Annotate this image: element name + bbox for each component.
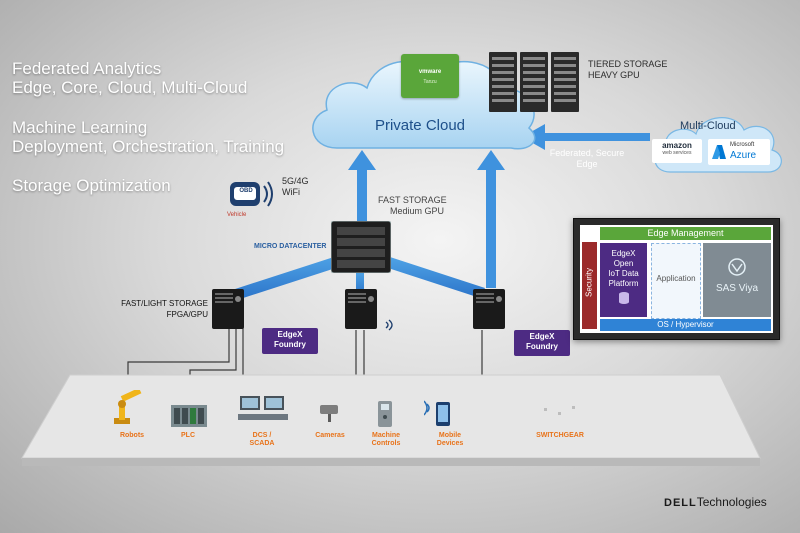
robots-label: Robots — [119, 432, 145, 439]
mobile-devices-label-2: Devices — [436, 440, 464, 447]
vmware-tanzu-badge: vmware Tanzu — [401, 54, 459, 98]
edgex-platform-4: Platform — [608, 279, 639, 288]
tiered-storage-rack-icon — [489, 52, 579, 112]
machine-controls-label-1: Machine — [371, 432, 400, 439]
edgex-badge-right: EdgeX Foundry — [514, 330, 570, 356]
obd-label: OBD — [239, 188, 253, 194]
edgex-badge-left: EdgeX Foundry — [262, 328, 318, 354]
tanzu-label: Tanzu — [423, 79, 437, 85]
azure-label-2: Azure — [730, 150, 757, 161]
edgex-badge-right-1: EdgeX — [529, 332, 555, 341]
vehicle-net-1: 5G/4G — [282, 176, 309, 186]
headline-deployment: Deployment, Orchestration, Training — [12, 137, 285, 156]
sas-viya-icon — [728, 258, 746, 276]
fast-light-line1: FAST/LIGHT STORAGE — [121, 299, 208, 308]
arrow-edge-to-cloud — [477, 150, 505, 288]
fast-storage-line1: FAST STORAGE — [378, 195, 447, 205]
cameras-label: Cameras — [315, 432, 345, 439]
edge-management-bar: Edge Management — [600, 227, 771, 240]
machine-controls-label-2: Controls — [371, 440, 401, 447]
machine-controls-icon — [378, 401, 392, 427]
vehicle-obd-icon: OBD — [228, 178, 273, 208]
headline-edge-core: Edge, Core, Cloud, Multi-Cloud — [12, 78, 248, 97]
edgex-platform-box: EdgeX Open IoT Data Platform — [600, 243, 647, 317]
security-bar: Security — [582, 242, 597, 329]
dell-logo-brand: DELL — [664, 497, 697, 509]
edge-server-left-icon — [212, 289, 244, 329]
security-label: Security — [584, 268, 594, 297]
edge-server-right-icon — [473, 289, 505, 329]
switchgear-icon — [544, 406, 575, 415]
sas-viya-box: SAS Viya — [703, 243, 771, 317]
federated-line2: Edge — [576, 159, 598, 169]
headline-federated: Federated Analytics — [12, 59, 162, 78]
edgex-platform-2: Open — [613, 259, 634, 268]
private-cloud-label: Private Cloud — [374, 117, 466, 134]
aws-sub-label: web services — [662, 150, 692, 156]
dell-logo-suffix: Technologies — [696, 495, 767, 509]
arrow-micro-to-cloud — [348, 150, 376, 228]
fast-storage-line2: Medium GPU — [390, 206, 445, 216]
azure-logo-icon — [712, 145, 726, 159]
edge-server-middle-icon — [345, 289, 377, 329]
vehicle-net-2: WiFi — [282, 187, 300, 197]
micro-datacenter-server-icon — [330, 220, 392, 274]
arm-right — [385, 257, 485, 298]
application-box: Application — [651, 243, 701, 319]
wireless-icon — [385, 319, 393, 331]
mobile-device-icon — [424, 400, 450, 426]
aws-label: amazon — [662, 141, 692, 150]
vmware-label: vmware — [418, 69, 442, 75]
vehicle-label: Vehicle — [227, 212, 247, 218]
headline-storage: Storage Optimization — [12, 176, 171, 195]
plc-icon — [171, 405, 207, 427]
robot-arm-icon — [114, 390, 142, 424]
camera-icon — [320, 405, 338, 422]
edgex-platform-3: IoT Data — [608, 269, 639, 278]
plc-label: PLC — [181, 432, 195, 439]
mobile-devices-label-1: Mobile — [438, 432, 462, 439]
azure-label-1: Microsoft — [730, 142, 755, 148]
dcs-label-1: DCS / — [252, 432, 272, 439]
edge-stack-panel: Edge Management Security EdgeX Open IoT … — [573, 218, 780, 340]
tiered-storage-line2: HEAVY GPU — [588, 70, 640, 80]
fast-light-line2: FPGA/GPU — [166, 310, 208, 319]
os-hypervisor-bar: OS / Hypervisor — [600, 319, 771, 331]
sas-viya-label: SAS Viya — [715, 283, 759, 294]
multicloud-label: Multi-Cloud — [680, 120, 736, 132]
edgex-badge-right-2: Foundry — [526, 342, 558, 351]
switchgear-label: SWITCHGEAR — [536, 432, 584, 439]
dcs-label-2: SCADA — [249, 440, 275, 447]
aws-badge: amazon web services — [652, 139, 702, 163]
arm-left — [232, 255, 345, 300]
dell-technologies-logo: DELLTechnologies — [664, 493, 767, 511]
arrow-multicloud-to-cloud — [522, 124, 650, 150]
micro-datacenter-label: MICRO DATACENTER — [254, 243, 327, 250]
tiered-storage-line1: TIERED STORAGE — [588, 59, 668, 69]
scada-workstation-icon — [238, 396, 288, 420]
edgex-platform-1: EdgeX — [611, 249, 636, 258]
edgex-badge-left-1: EdgeX — [277, 330, 303, 339]
azure-badge: Microsoft Azure — [708, 139, 770, 165]
database-icon — [618, 292, 629, 304]
headline-ml: Machine Learning — [12, 118, 148, 137]
application-label: Application — [656, 274, 696, 283]
edgex-badge-left-2: Foundry — [274, 340, 306, 349]
federated-line1: Federated, Secure — [549, 148, 625, 158]
